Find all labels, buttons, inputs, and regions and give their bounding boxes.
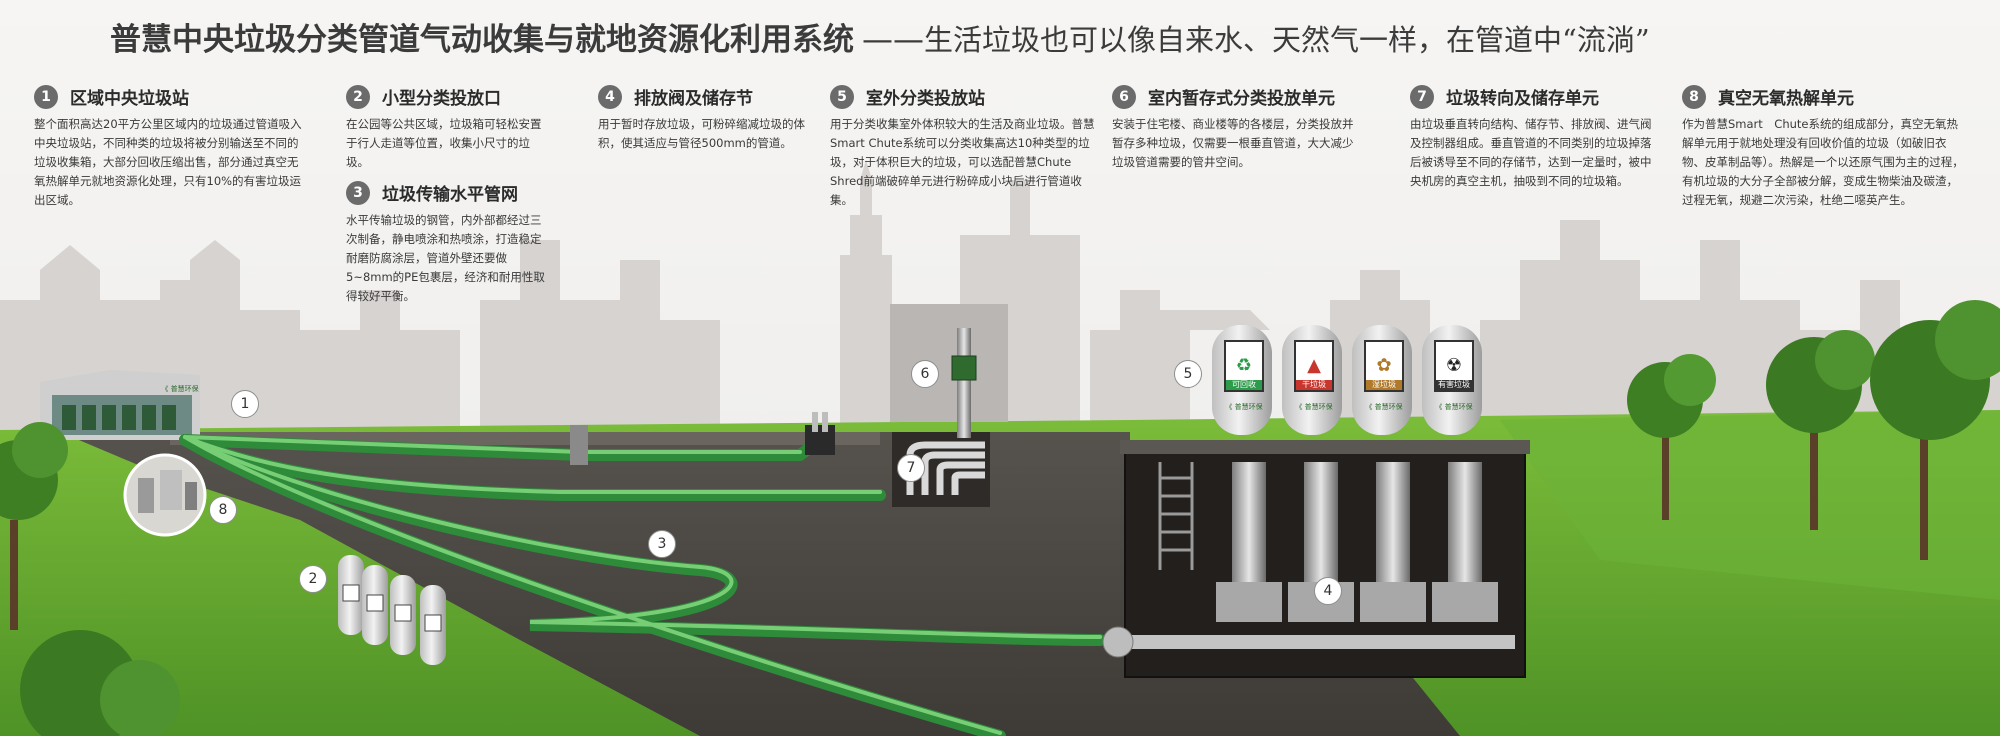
- section-number: 1: [34, 84, 58, 109]
- section-number: 8: [1682, 84, 1706, 109]
- section-discharge-valve: 4 排放阀及储存节 用于暂时存放垃圾，可粉碎缩减垃圾的体积，使其适应与管径500m…: [598, 84, 808, 153]
- callout-2: 2: [299, 565, 327, 593]
- section-label: 室外分类投放站: [866, 89, 985, 109]
- page-title: 普慧中央垃圾分类管道气动收集与就地资源化利用系统——生活垃圾也可以像自来水、天然…: [110, 14, 1970, 59]
- title-main: 普慧中央垃圾分类管道气动收集与就地资源化利用系统: [110, 22, 854, 58]
- section-pyrolysis-unit: 8 真空无氧热解单元 作为普慧Smart Chute系统的组成部分，真空无氧热解单…: [1682, 84, 1968, 210]
- callout-6: 6: [911, 360, 939, 388]
- callout-3: 3: [648, 530, 676, 558]
- section-label: 小型分类投放口: [382, 89, 501, 109]
- section-number: 6: [1112, 84, 1136, 109]
- section-number: 2: [346, 84, 370, 109]
- section-body: 作为普慧Smart Chute系统的组成部分，真空无氧热解单元用于就地处理没有回…: [1682, 117, 1964, 207]
- section-body: 用于分类收集室外体积较大的生活及商业垃圾。普慧Smart Chute系统可以分类…: [830, 117, 1095, 207]
- section-number: 4: [598, 84, 622, 109]
- bin-label: 有害垃圾: [1436, 380, 1472, 390]
- section-number: 5: [830, 84, 854, 109]
- station-sign: 《 普慧环保: [161, 385, 199, 393]
- section-label: 区域中央垃圾站: [70, 89, 189, 109]
- brand-plate: 《 普慧环保: [1435, 403, 1473, 411]
- title-dash: ——: [862, 22, 924, 58]
- callout-5: 5: [1174, 360, 1202, 388]
- bin-label: 湿垃圾: [1366, 380, 1402, 390]
- bin-label: 干垃圾: [1296, 380, 1332, 390]
- section-pipe-network: 3 垃圾传输水平管网 水平传输垃圾的钢管，内外部都经过三次制备，静电喷涂和热喷涂，…: [346, 180, 546, 306]
- section-label: 室内暂存式分类投放单元: [1148, 89, 1335, 109]
- section-label: 排放阀及储存节: [634, 89, 753, 109]
- section-label: 真空无氧热解单元: [1718, 89, 1854, 109]
- section-body: 用于暂时存放垃圾，可粉碎缩减垃圾的体积，使其适应与管径500mm的管道。: [598, 117, 805, 150]
- section-indoor-unit: 6 室内暂存式分类投放单元 安装于住宅楼、商业楼等的各楼层，分类投放并暂存多种垃圾…: [1112, 84, 1362, 172]
- section-body: 由垃圾垂直转向结构、储存节、排放阀、进气阀及控制器组成。垂直管道的不同类别的垃圾…: [1410, 117, 1652, 188]
- section-label: 垃圾传输水平管网: [382, 185, 518, 205]
- section-outdoor-station: 5 室外分类投放站 用于分类收集室外体积较大的生活及商业垃圾。普慧Smart Ch…: [830, 84, 1098, 210]
- hazard-icon: ☢: [1445, 355, 1463, 376]
- section-small-bins: 2 小型分类投放口 在公园等公共区域，垃圾箱可轻松安置于行人走道等位置，收集小尺寸…: [346, 84, 546, 172]
- callout-1: 1: [231, 390, 259, 418]
- brand-plate: 《 普慧环保: [1295, 403, 1333, 411]
- title-subtitle: 生活垃圾也可以像自来水、天然气一样，在管道中“流淌”: [924, 23, 1650, 57]
- section-diverter-storage: 7 垃圾转向及储存单元 由垃圾垂直转向结构、储存节、排放阀、进气阀及控制器组成。垂…: [1410, 84, 1660, 191]
- recycle-icon: ♻: [1235, 355, 1253, 376]
- callout-7: 7: [897, 454, 925, 482]
- section-body: 在公园等公共区域，垃圾箱可轻松安置于行人走道等位置，收集小尺寸的垃圾。: [346, 117, 542, 169]
- brand-plate: 《 普慧环保: [1365, 403, 1403, 411]
- silo-bin-dry: ▲ 干垃圾: [1294, 340, 1334, 392]
- section-central-station: 1 区域中央垃圾站 整个面积高达20平方公里区域内的垃圾通过管道吸入中央垃圾站，不…: [34, 84, 302, 210]
- callout-4: 4: [1314, 577, 1342, 605]
- dry-waste-icon: ▲: [1307, 355, 1321, 376]
- section-body: 安装于住宅楼、商业楼等的各楼层，分类投放并暂存多种垃圾，仅需要一根垂直管道，大大…: [1112, 117, 1354, 169]
- section-number: 7: [1410, 84, 1434, 109]
- section-label: 垃圾转向及储存单元: [1446, 89, 1599, 109]
- silo-bin-recyclable: ♻ 可回收: [1224, 340, 1264, 392]
- silo-bin-wet: ✿ 湿垃圾: [1364, 340, 1404, 392]
- section-number: 3: [346, 180, 370, 205]
- callout-8: 8: [209, 496, 237, 524]
- section-body: 整个面积高达20平方公里区域内的垃圾通过管道吸入中央垃圾站，不同种类的垃圾将被分…: [34, 117, 302, 207]
- bin-label: 可回收: [1226, 380, 1262, 390]
- section-body: 水平传输垃圾的钢管，内外部都经过三次制备，静电喷涂和热喷涂，打造稳定耐磨防腐涂层…: [346, 213, 545, 303]
- wet-waste-icon: ✿: [1376, 355, 1392, 376]
- brand-plate: 《 普慧环保: [1225, 403, 1263, 411]
- silo-bin-hazardous: ☢ 有害垃圾: [1434, 340, 1474, 392]
